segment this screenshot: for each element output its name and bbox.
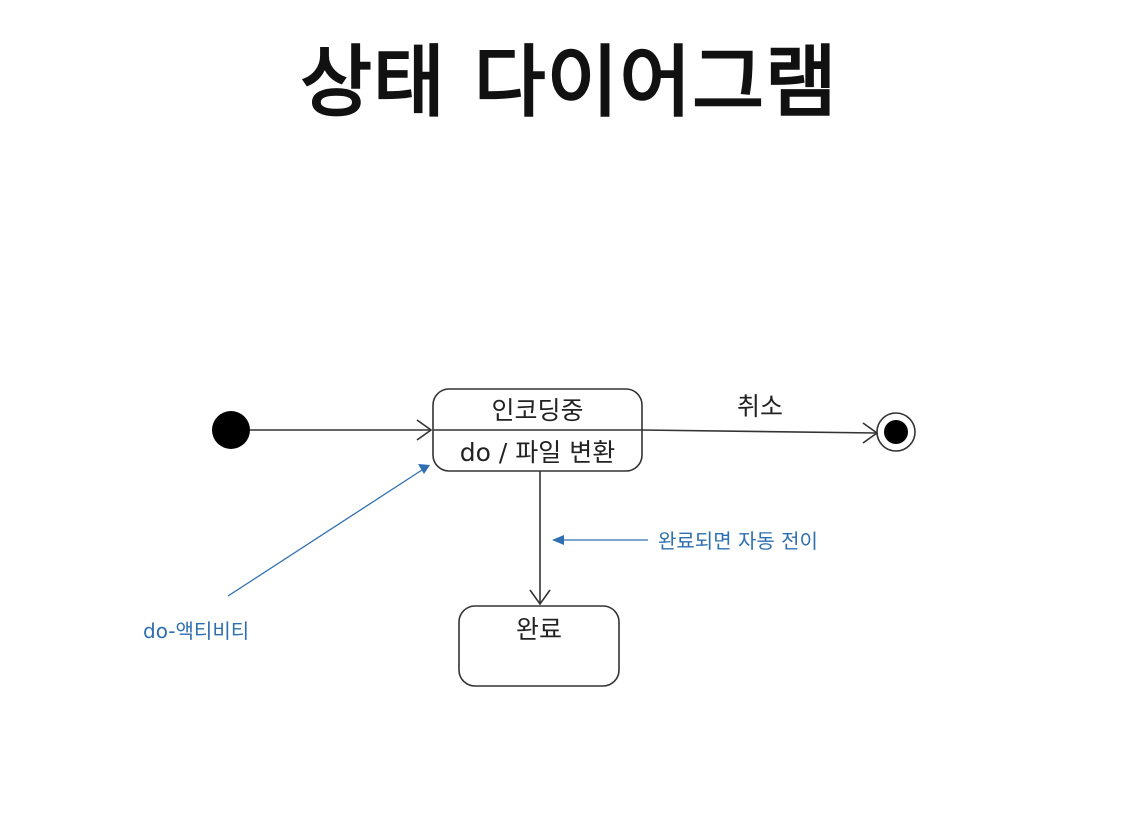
initial-state — [212, 411, 250, 449]
state-done-name: 완료 — [516, 615, 562, 644]
transition-initial-to-encoding — [250, 419, 433, 441]
transition-cancel-label: 취소 — [737, 392, 783, 421]
state-encoding-name: 인코딩중 — [491, 396, 583, 425]
final-state — [876, 412, 916, 452]
annotation-auto-transition: 완료되면 자동 전이 — [658, 529, 818, 553]
transition-cancel — [641, 422, 879, 444]
annotation-auto-transition-arrow — [552, 535, 648, 545]
state-encoding-activity: do / 파일 변환 — [460, 438, 615, 467]
transition-completion — [529, 471, 551, 606]
page-title: 상태 다이어그램 — [300, 38, 838, 128]
annotation-do-activity-arrow — [227, 464, 430, 597]
annotation-do-activity: do-액티비티 — [143, 619, 249, 643]
state-done: 완료 — [458, 605, 620, 687]
state-done-box — [458, 605, 620, 687]
state-encoding: 인코딩중 do / 파일 변환 — [432, 388, 643, 472]
